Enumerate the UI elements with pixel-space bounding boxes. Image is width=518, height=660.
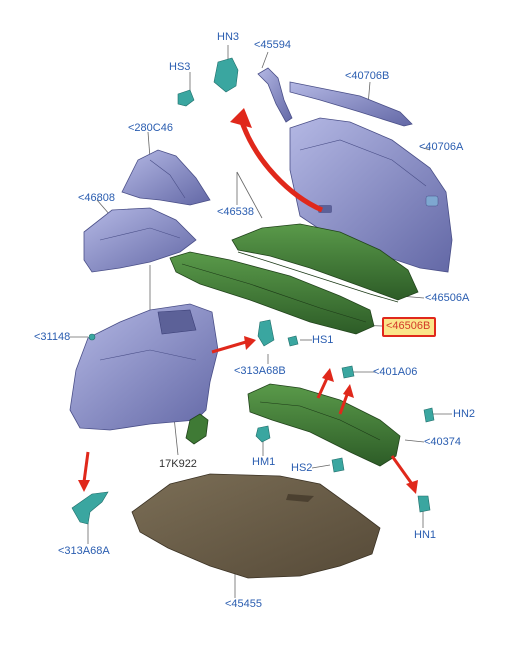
side-trim-panel: [83, 207, 197, 273]
callout-45594[interactable]: <45594: [254, 39, 292, 51]
callout-401a06[interactable]: <401A06: [373, 366, 418, 378]
callout-40706a[interactable]: <40706A: [419, 141, 464, 153]
callout-40706b[interactable]: <40706B: [345, 70, 390, 82]
scuff-plate: [247, 383, 401, 467]
lower-quarter-trim: [69, 303, 219, 431]
callout-17k922[interactable]: 17K922: [159, 458, 197, 470]
screw-hs1: [287, 335, 299, 347]
clip-hn2: [423, 407, 435, 423]
callout-hn2[interactable]: HN2: [453, 408, 476, 420]
liftgate-upper-trim: [289, 81, 413, 127]
direction-arrows: [78, 108, 418, 494]
callout-46808[interactable]: <46808: [78, 192, 116, 204]
clip-31148: [88, 333, 96, 341]
highlight-box: [382, 317, 436, 337]
clip-hn1: [417, 495, 431, 513]
callout-hs1[interactable]: HS1: [312, 334, 334, 346]
tray-support-panel: [169, 251, 375, 335]
bracket-313a68a: [71, 491, 109, 525]
quarter-trim-upper: [121, 149, 211, 206]
package-tray: [231, 223, 419, 303]
screw-hs2: [331, 457, 345, 473]
callout-280c46[interactable]: <280C46: [128, 122, 173, 134]
callout-45455[interactable]: <45455: [225, 598, 263, 610]
callout-40374[interactable]: <40374: [424, 436, 462, 448]
fasteners: [71, 57, 435, 525]
load-floor-mat: [131, 473, 381, 579]
callout-313a68a[interactable]: <313A68A: [58, 545, 110, 557]
clip-hm1: [255, 425, 271, 443]
callout-hn1[interactable]: HN1: [414, 529, 437, 541]
callout-hs2[interactable]: HS2: [291, 462, 313, 474]
access-cover: [185, 413, 209, 445]
callout-31148[interactable]: <31148: [34, 331, 71, 343]
hinge-bracket-hn3: [213, 57, 239, 93]
clip-401a06: [341, 365, 355, 379]
callout-313a68b[interactable]: <313A68B: [234, 365, 286, 377]
callout-46506a[interactable]: <46506A: [425, 292, 470, 304]
callout-hn3[interactable]: HN3: [217, 31, 240, 43]
bracket-313a68b: [257, 319, 275, 347]
callout-hs3[interactable]: HS3: [169, 61, 191, 73]
callout-46538[interactable]: <46538: [217, 206, 255, 218]
screw-hs3: [177, 89, 195, 107]
callout-46506b[interactable]: <46506B: [386, 320, 431, 332]
liftgate-seal: [257, 67, 293, 123]
callout-hm1[interactable]: HM1: [252, 456, 276, 468]
